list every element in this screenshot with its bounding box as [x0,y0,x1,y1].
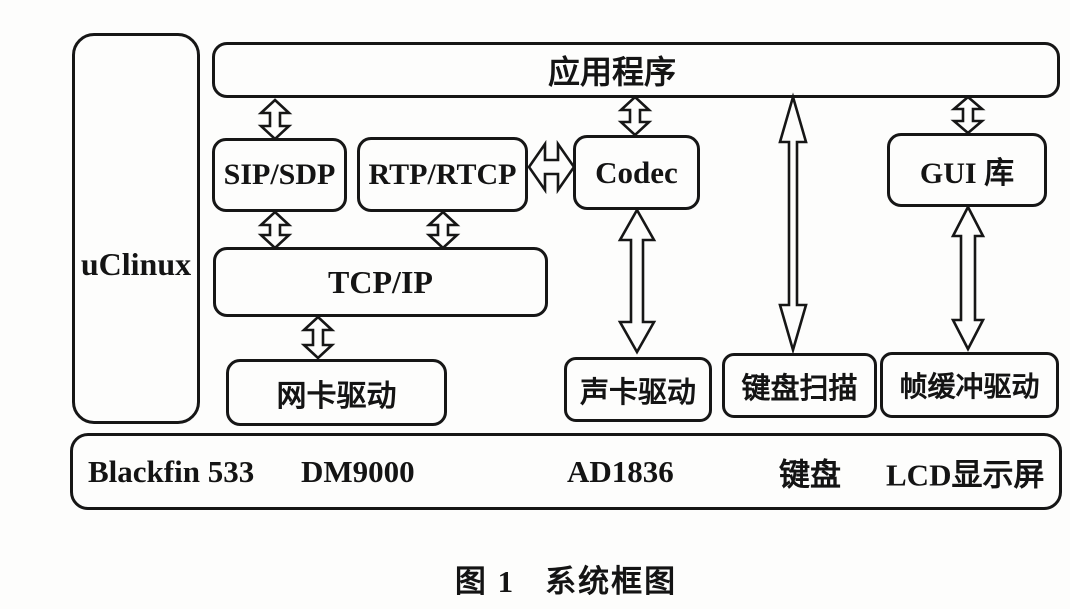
hw-keyboard-label: 键盘 [779,457,841,492]
arrow-tcpip-nicdriver-icon [300,315,336,360]
hw-dm9000-label: DM9000 [301,453,415,489]
codec-box: Codec [573,135,700,210]
sound-driver-label: 声卡驱动 [579,376,696,409]
arrow-app-guilib-icon [950,95,986,135]
hardware-bar: Blackfin 533 DM9000 AD1836 键盘 LCD显示屏 [70,433,1062,510]
arrow-rtprtcp-codec-icon [527,139,576,195]
arrow-sipsdp-tcpip-icon [257,210,293,250]
sip-sdp-label: SIP/SDP [223,158,336,191]
arrow-app-keyscan-icon [778,92,808,355]
rtp-rtcp-label: RTP/RTCP [368,157,517,191]
figure-caption: 图 1 系统框图 [70,556,1062,601]
hw-ad1836-label: AD1836 [567,453,674,489]
sip-sdp-box: SIP/SDP [212,138,347,212]
gui-lib-box: GUI 库 [887,133,1047,207]
keyboard-scan-label: 键盘扫描 [741,372,858,405]
application-box: 应用程序 [212,42,1060,98]
caption-fig-label: 图 1 [454,564,516,599]
uclinux-label: uClinux [80,246,192,282]
tcp-ip-label: TCP/IP [328,263,433,300]
arrow-app-codec-icon [617,95,653,137]
arrow-app-sipsdp-icon [257,98,293,141]
application-label: 应用程序 [547,54,676,90]
framebuffer-driver-box: 帧缓冲驱动 [880,352,1059,418]
arrow-rtprtcp-tcpip-icon [425,210,461,250]
arrow-guilib-framebuffer-icon [950,204,986,352]
framebuffer-driver-label: 帧缓冲驱动 [899,372,1040,403]
uclinux-box: uClinux [72,33,200,424]
nic-driver-label: 网卡驱动 [276,379,397,413]
nic-driver-box: 网卡驱动 [226,359,447,426]
gui-lib-label: GUI 库 [919,157,1015,190]
hw-blackfin-label: Blackfin 533 [88,453,255,489]
caption-title: 系统框图 [545,564,678,599]
hw-lcd-label: LCD显示屏 [886,457,1045,492]
keyboard-scan-box: 键盘扫描 [722,353,877,418]
rtp-rtcp-box: RTP/RTCP [357,137,528,212]
sound-driver-box: 声卡驱动 [564,357,712,422]
arrow-codec-sounddriver-icon [617,207,657,355]
codec-label: Codec [595,154,678,190]
tcp-ip-box: TCP/IP [213,247,548,317]
